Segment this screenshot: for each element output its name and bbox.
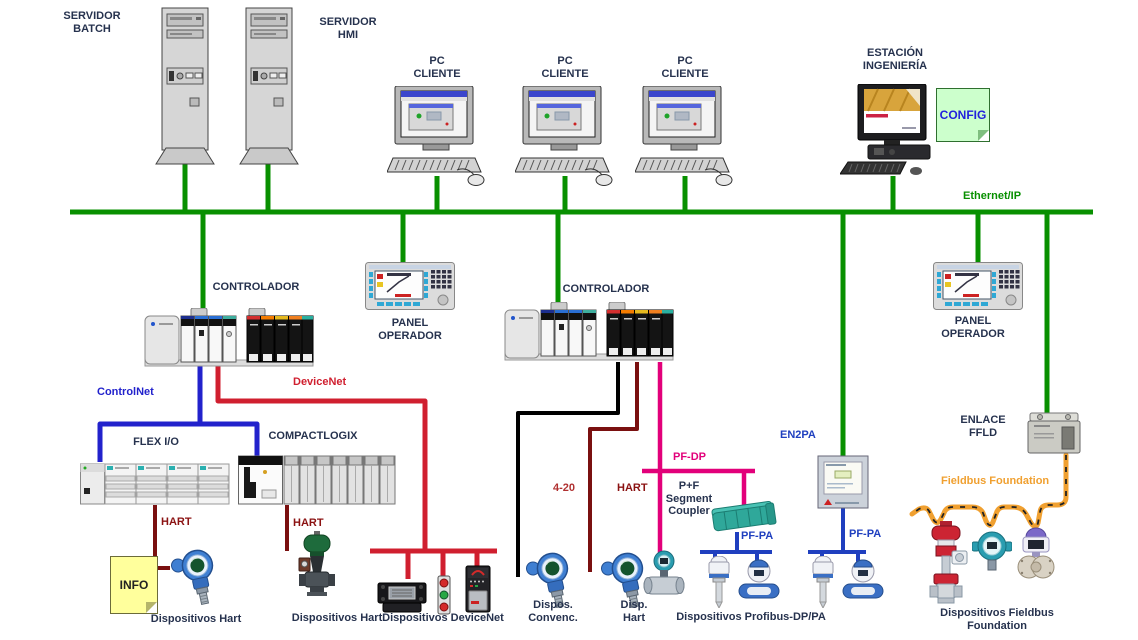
profibus-pa-device-4-icon: [842, 559, 884, 599]
dispositivos-hart-1-caption: Dispositivos Hart: [150, 613, 242, 625]
dispositivos-profibus-caption: Dispositivos Profibus-DP/PA: [676, 611, 826, 623]
segment-coupler-label: P+F Segment Coupler: [665, 480, 713, 518]
info-note-label: INFO: [119, 578, 149, 592]
pc-cliente-1-label: PC CLIENTE: [413, 55, 461, 80]
fieldbus-valve-icon: [929, 521, 968, 604]
devicenet-label: DeviceNet: [293, 376, 347, 388]
hart-control-valve-icon: [298, 531, 335, 596]
ethernet-ip-label: Ethernet/IP: [963, 190, 1022, 202]
hart-label-3: HART: [617, 482, 648, 494]
panel-operador-2-label: PANEL OPERADOR: [941, 315, 1005, 340]
hart-label-1: HART: [161, 516, 192, 528]
pc-cliente-3-label: PC CLIENTE: [661, 55, 709, 80]
dispositivos-devicenet-caption: Dispositivos DeviceNet: [382, 612, 504, 624]
pc-client-2-icon: [515, 86, 613, 186]
config-note-label: CONFIG: [939, 108, 987, 122]
signal-4-20-line: [516, 362, 620, 577]
dispos-convenc-caption: Dispos. Convenc.: [528, 599, 578, 624]
segment-coupler-icon: [711, 500, 777, 532]
servidor-batch-label: SERVIDOR BATCH: [63, 10, 121, 35]
profibus-pa-device-3-icon: [812, 556, 834, 608]
disp-hart-caption: Disp. Hart: [620, 599, 648, 624]
fieldbus-dp-transmitter-icon: [1017, 527, 1055, 579]
conventional-transmitter-icon: [526, 552, 569, 609]
devicenet-stack-light-icon: [437, 575, 451, 615]
profibus-pa-device-1-icon: [708, 556, 730, 608]
pf-pa-label-2: PF-PA: [849, 528, 882, 540]
dispositivos-fieldbus-caption: Dispositivos Fieldbus Foundation: [940, 607, 1054, 632]
controlador-rack-2-icon: [504, 302, 674, 361]
controlador-rack-1-icon: [144, 308, 314, 367]
enlace-ffld-label: ENLACE FFLD: [960, 414, 1006, 439]
devicenet-drive-icon: [465, 565, 491, 613]
profibus-dp-line: [642, 362, 755, 553]
dispositivos-hart-2-caption: Dispositivos Hart: [291, 612, 383, 624]
hart-transmitter-2-icon: [601, 552, 644, 609]
en2pa-linking-device-icon: [817, 455, 869, 509]
server-hmi-tower-icon: [239, 7, 299, 165]
config-note: CONFIG: [936, 88, 990, 142]
controlnet-line: [97, 366, 260, 462]
compactlogix-label: COMPACTLOGIX: [268, 430, 358, 442]
fieldbus-transmitter-icon: [972, 531, 1012, 571]
ethernet-bus-line: [70, 156, 1093, 458]
pf-dp-label: PF-DP: [673, 451, 706, 463]
hart-label-2: HART: [293, 517, 324, 529]
pc-client-1-icon: [387, 86, 485, 186]
enlace-ffld-device-icon: [1027, 412, 1081, 454]
panel-operador-2-icon: [933, 262, 1023, 310]
fieldbus-trunk-dashes: [911, 455, 1067, 528]
controlador-2-label: CONTROLADOR: [562, 283, 650, 295]
servidor-hmi-label: SERVIDOR HMI: [319, 16, 377, 41]
profibus-flowmeter-icon: [643, 550, 685, 595]
pc-cliente-2-label: PC CLIENTE: [541, 55, 589, 80]
server-batch-tower-icon: [155, 7, 215, 165]
hart-transmitter-1-icon: [171, 549, 214, 606]
panel-operador-1-label: PANEL OPERADOR: [378, 317, 442, 342]
fieldbus-foundation-label: Fieldbus Foundation: [941, 475, 1050, 487]
devicenet-line: [215, 366, 497, 579]
pf-pa-label-1: PF-PA: [741, 530, 774, 542]
compactlogix-icon: [238, 455, 396, 505]
devicenet-io-block-icon: [377, 582, 427, 613]
pc-client-3-icon: [635, 86, 733, 186]
info-note: INFO: [110, 556, 158, 614]
flex-io-icon: [80, 463, 230, 505]
flex-io-label: FLEX I/O: [133, 436, 179, 448]
fieldbus-trunk-line: [909, 452, 1069, 529]
panel-operador-1-icon: [365, 262, 455, 310]
estacion-ingenieria-label: ESTACIÓN INGENIERÍA: [862, 47, 928, 72]
engineering-station-icon: [840, 84, 931, 175]
en2pa-label: EN2PA: [780, 429, 816, 441]
profibus-pa-device-2-icon: [738, 559, 780, 599]
signal-4-20-label: 4-20: [553, 482, 576, 494]
controlnet-label: ControlNet: [97, 386, 154, 398]
controlador-1-label: CONTROLADOR: [212, 281, 300, 293]
